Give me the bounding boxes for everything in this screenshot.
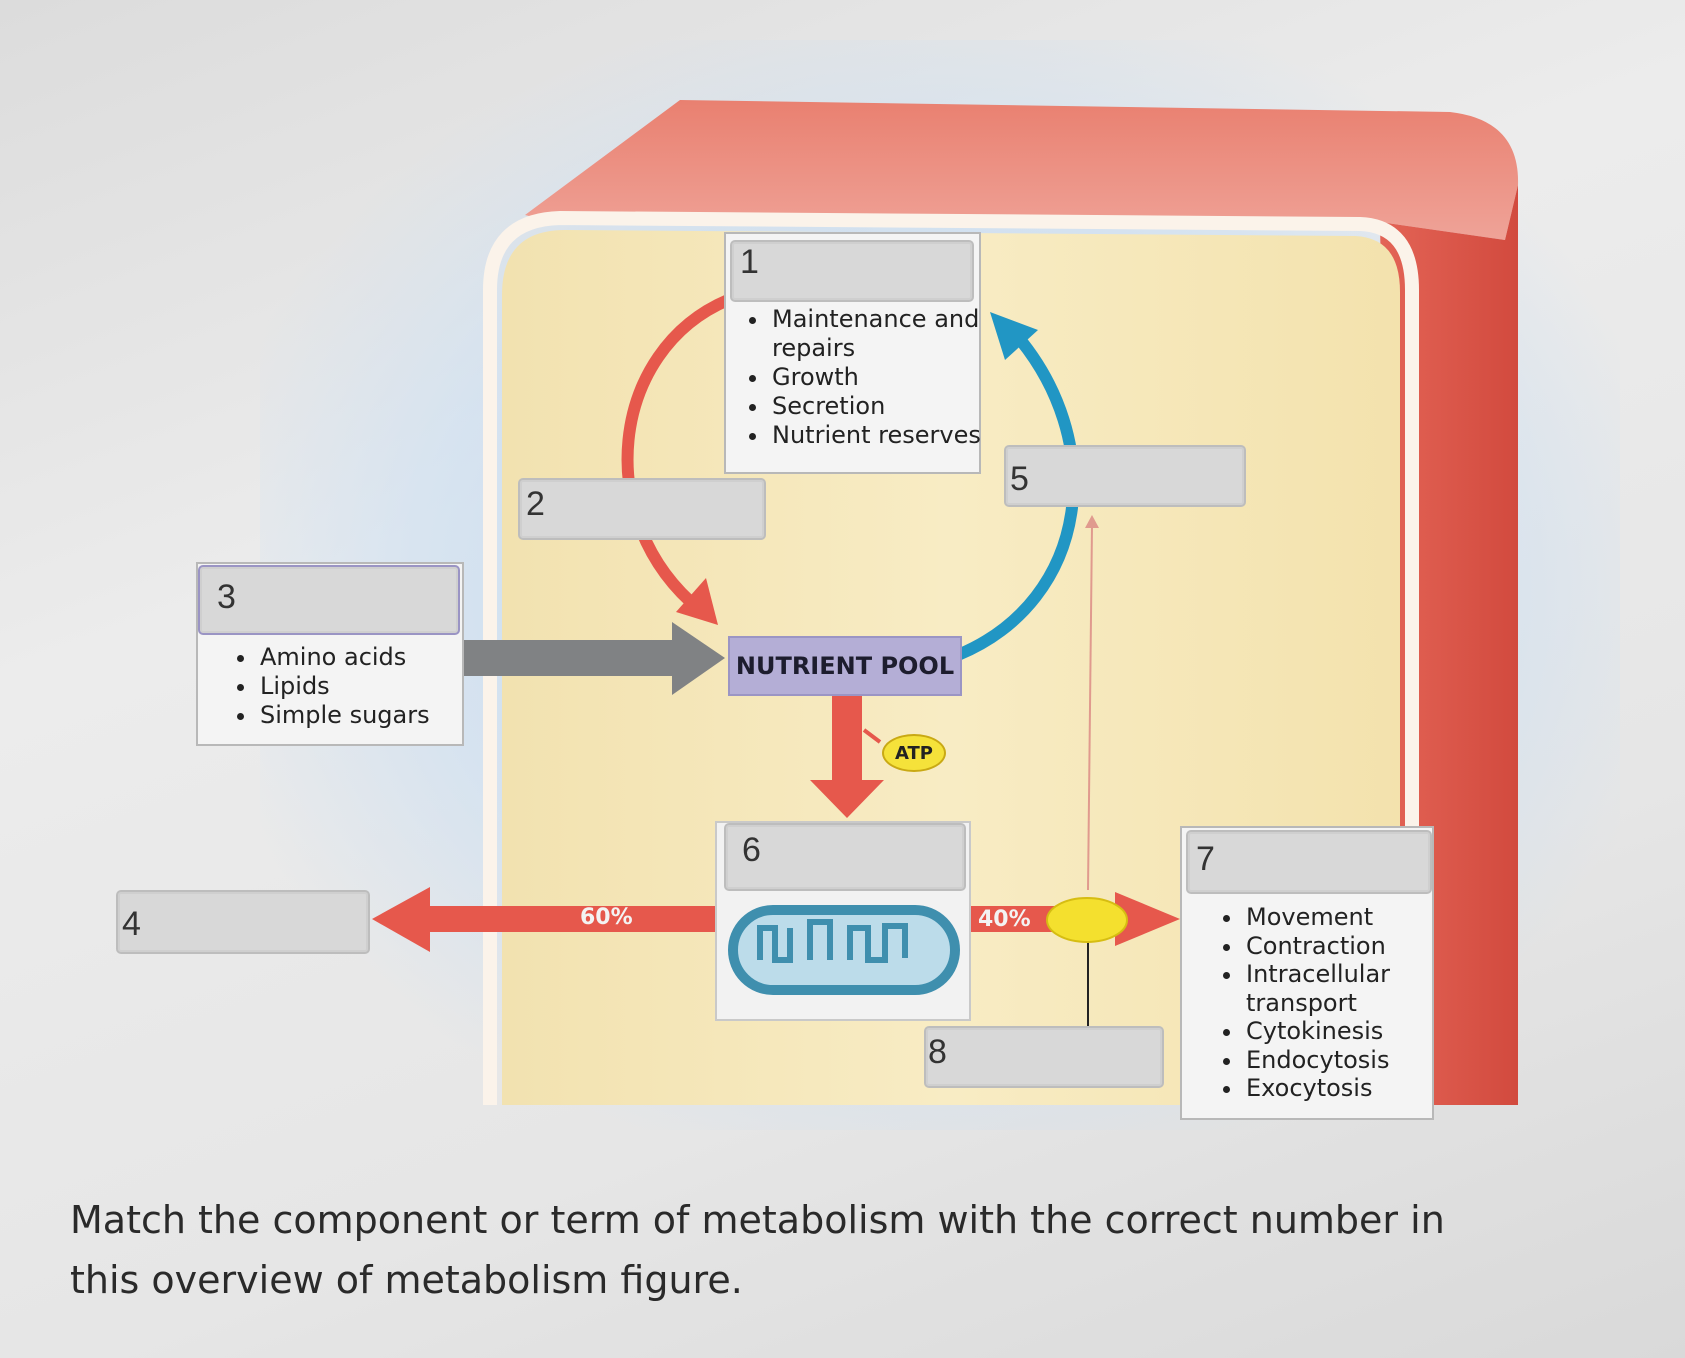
label-6: 6 [742,831,761,869]
answer-slot-7[interactable] [1186,830,1432,894]
label-3: 3 [217,578,236,616]
red-loop-arrow [621,294,731,615]
list-item: Intracellular transport [1244,960,1449,1017]
list-item: Contraction [1244,932,1449,961]
yellow-oval [1046,897,1128,943]
percent-60: 60% [580,905,633,930]
gray-arrowhead [672,622,725,695]
box-7-list: Movement Contraction Intracellular trans… [1218,903,1449,1103]
list-item: Simple sugars [258,701,478,730]
blue-loop-arrowhead [990,312,1038,360]
list-item: Lipids [258,672,478,701]
list-item: Exocytosis [1244,1074,1449,1103]
label-1: 1 [740,243,759,281]
answer-slot-3[interactable] [198,565,460,635]
label-5: 5 [1010,460,1029,498]
question-text: Match the component or term of metabolis… [70,1198,1445,1302]
percent-40: 40% [978,907,1031,932]
mitochondrion [728,905,960,995]
cell-membrane [483,210,1419,1105]
list-item: Maintenance and repairs [770,305,1000,363]
cell-wall-top [525,100,1519,240]
atp-badge: ATP [882,734,946,772]
heat-line-arrowhead [1085,515,1099,528]
list-item: Nutrient reserves [770,421,1000,450]
list-item: Secretion [770,392,1000,421]
atp-small-arrow [862,728,882,744]
answer-slot-5[interactable] [1004,445,1246,507]
gray-arrow-shaft [460,640,678,676]
list-item: Cytokinesis [1244,1017,1449,1046]
red-down-arrowhead [810,780,884,818]
answer-slot-6[interactable] [724,823,966,891]
red-left-arrowhead [372,887,430,952]
answer-slot-4[interactable] [116,890,370,954]
list-item: Amino acids [258,643,478,672]
blue-loop-arrow [955,326,1080,661]
mitochondrion-cristae [757,919,908,963]
heat-line [1087,524,1093,891]
list-item: Growth [770,363,1000,392]
label-8: 8 [928,1033,947,1071]
answer-slot-1[interactable] [730,240,974,302]
answer-slot-2[interactable] [518,478,766,540]
red-loop-arrowhead [676,578,718,625]
red-right-arrowhead [1115,892,1180,946]
box-1-list: Maintenance and repairs Growth Secretion… [744,305,1000,450]
answer-slot-8[interactable] [924,1026,1164,1088]
list-item: Endocytosis [1244,1046,1449,1075]
box-3-list: Amino acids Lipids Simple sugars [232,643,478,730]
list-item: Movement [1244,903,1449,932]
label-7: 7 [1196,840,1215,878]
label-4: 4 [122,905,141,943]
nutrient-pool: NUTRIENT POOL [728,636,962,696]
label-2: 2 [526,485,545,523]
red-left-bar [420,906,720,932]
red-down-arrow-shaft [832,692,862,782]
